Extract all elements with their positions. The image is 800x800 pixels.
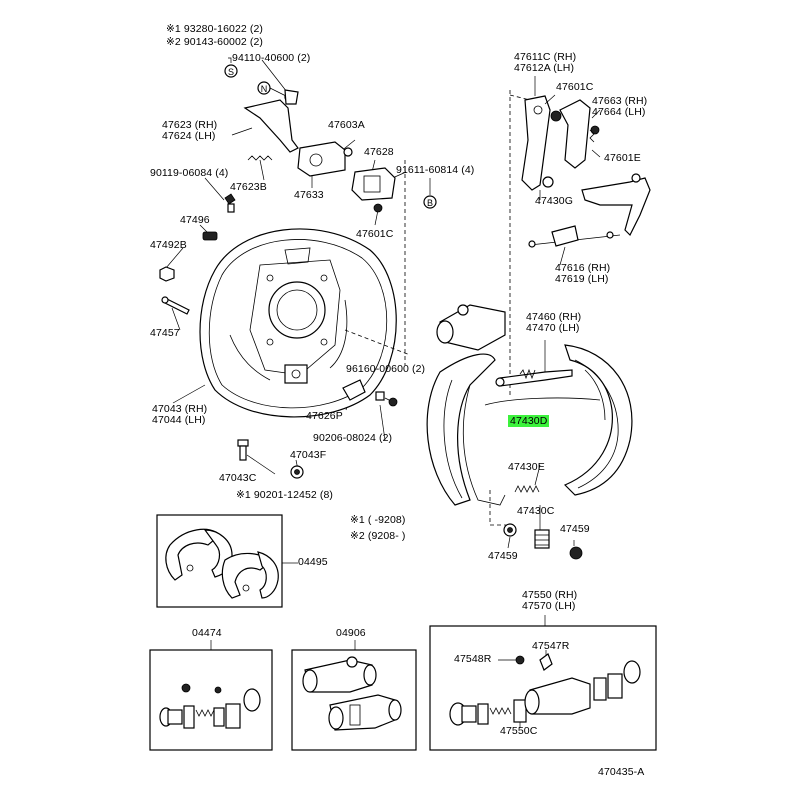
label-47570: 47570 (LH) xyxy=(522,600,576,612)
label-04474: 04474 xyxy=(192,627,222,639)
part-47626p xyxy=(342,379,366,401)
label-47623b: 47623B xyxy=(230,181,267,193)
label-90119-06084: 90119-06084 (4) xyxy=(150,167,229,179)
cylinder-47550-parts xyxy=(449,653,641,726)
kit-04495-box xyxy=(156,514,283,608)
label-47043c: 47043C xyxy=(219,472,257,484)
label-93280-16022: ※1 93280-16022 (2) xyxy=(166,23,263,35)
label-47459-left: 47459 xyxy=(488,550,518,562)
label-47624: 47624 (LH) xyxy=(162,130,216,142)
cable-47616 xyxy=(528,225,621,248)
part-47430c xyxy=(534,529,550,549)
label-90206-08024: 90206-08024 (2) xyxy=(313,432,393,444)
label-reference-number: 470435-A xyxy=(598,766,645,778)
label-47616-47619: 47616 (RH) 47619 (LH) xyxy=(555,263,610,285)
label-47623-47624: 47623 (RH) 47624 (LH) xyxy=(162,120,217,142)
label-47550-47570: 47550 (RH) 47570 (LH) xyxy=(522,590,577,612)
brake-shoe-right xyxy=(563,344,633,496)
label-47043-47044: 47043 (RH) 47044 (LH) xyxy=(152,404,207,426)
label-04906: 04906 xyxy=(336,627,366,639)
label-90201-12452: ※1 90201-12452 (8) xyxy=(236,489,333,501)
label-footnote-1: ※1 ( -9208) xyxy=(350,514,406,526)
label-47457: 47457 xyxy=(150,327,180,339)
parking-lever-top xyxy=(243,89,299,153)
label-47043: 47043 (RH) xyxy=(152,403,208,415)
label-47633: 47633 xyxy=(294,189,324,201)
adjuster-47460 xyxy=(495,368,573,387)
bolt-90206 xyxy=(375,391,385,401)
part-47601c-left xyxy=(373,203,383,213)
label-47470: 47470 (LH) xyxy=(526,322,580,334)
callout-n-text: N xyxy=(261,84,268,94)
kit-04906-parts xyxy=(302,656,402,731)
label-47550: 47550 (RH) xyxy=(522,589,578,601)
label-47548r: 47548R xyxy=(454,653,492,665)
label-47459-right: 47459 xyxy=(560,523,590,535)
label-47611c-47612a: 47611C (RH) 47612A (LH) xyxy=(514,52,576,74)
label-47626p: 47626P xyxy=(306,410,343,422)
pin-47496 xyxy=(202,231,218,241)
spring-47623b xyxy=(247,155,273,161)
label-47601e: 47601E xyxy=(604,152,641,164)
callout-n: N xyxy=(257,81,271,95)
callout-b-text: B xyxy=(427,198,433,208)
backing-plate xyxy=(199,228,397,418)
strut-47430g xyxy=(581,173,651,237)
label-47623: 47623 (RH) xyxy=(162,119,218,131)
kit-04474-parts xyxy=(159,683,261,729)
part-47492b xyxy=(159,266,175,282)
label-47601c-left: 47601C xyxy=(356,228,394,240)
callout-b: B xyxy=(423,195,437,209)
label-47612a: 47612A (LH) xyxy=(514,62,575,74)
label-47492b: 47492B xyxy=(150,239,187,251)
clip-96160 xyxy=(388,397,398,407)
part-47628 xyxy=(351,167,396,201)
label-90143-60002: ※2 90143-60002 (2) xyxy=(166,36,263,48)
label-47611c: 47611C (RH) xyxy=(514,51,577,63)
label-04495: 04495 xyxy=(298,556,328,568)
callout-s: S xyxy=(224,64,238,78)
label-94110-40600: 94110-40600 (2) xyxy=(232,52,311,64)
label-47430d: 47430D xyxy=(508,415,550,427)
label-47460-47470: 47460 (RH) 47470 (LH) xyxy=(526,312,581,334)
cylinder-47550-box xyxy=(429,625,657,751)
label-96160-00600: 96160-00600 (2) xyxy=(346,363,426,375)
label-47663-47664: 47663 (RH) 47664 (LH) xyxy=(592,96,647,118)
bolt-47043c xyxy=(237,439,249,461)
label-47628: 47628 xyxy=(364,146,394,158)
label-47044: 47044 (LH) xyxy=(152,414,206,426)
label-47601c-right: 47601C xyxy=(556,81,594,93)
label-47550c: 47550C xyxy=(500,725,538,737)
label-47496: 47496 xyxy=(180,214,210,226)
part-47459-right xyxy=(569,546,583,560)
kit-04906-box xyxy=(291,649,417,751)
label-47619: 47619 (LH) xyxy=(555,273,609,285)
label-47430c: 47430C xyxy=(517,505,555,517)
label-47430e: 47430E xyxy=(508,461,545,473)
wheel-cylinder xyxy=(436,304,506,351)
label-47430d-highlight: 47430D xyxy=(508,415,550,427)
label-91611-60814: 91611-60814 (4) xyxy=(396,164,475,176)
brake-shoe-left xyxy=(426,353,506,506)
spring-47430e xyxy=(514,485,540,493)
kit-04495-shoes xyxy=(165,528,279,599)
label-47603a: 47603A xyxy=(328,119,365,131)
callout-s-text: S xyxy=(228,67,234,77)
parking-lever-right xyxy=(521,95,600,191)
label-47616: 47616 (RH) xyxy=(555,262,611,274)
label-footnote-2: ※2 (9208- ) xyxy=(350,530,406,542)
label-47664: 47664 (LH) xyxy=(592,106,646,118)
part-47603a xyxy=(297,141,353,177)
label-47430g: 47430G xyxy=(535,195,573,207)
label-47043f: 47043F xyxy=(290,449,327,461)
spring-47430d xyxy=(484,397,601,406)
bolt-90119 xyxy=(224,193,236,205)
label-47547r: 47547R xyxy=(532,640,570,652)
label-47663: 47663 (RH) xyxy=(592,95,648,107)
label-47460: 47460 (RH) xyxy=(526,311,582,323)
